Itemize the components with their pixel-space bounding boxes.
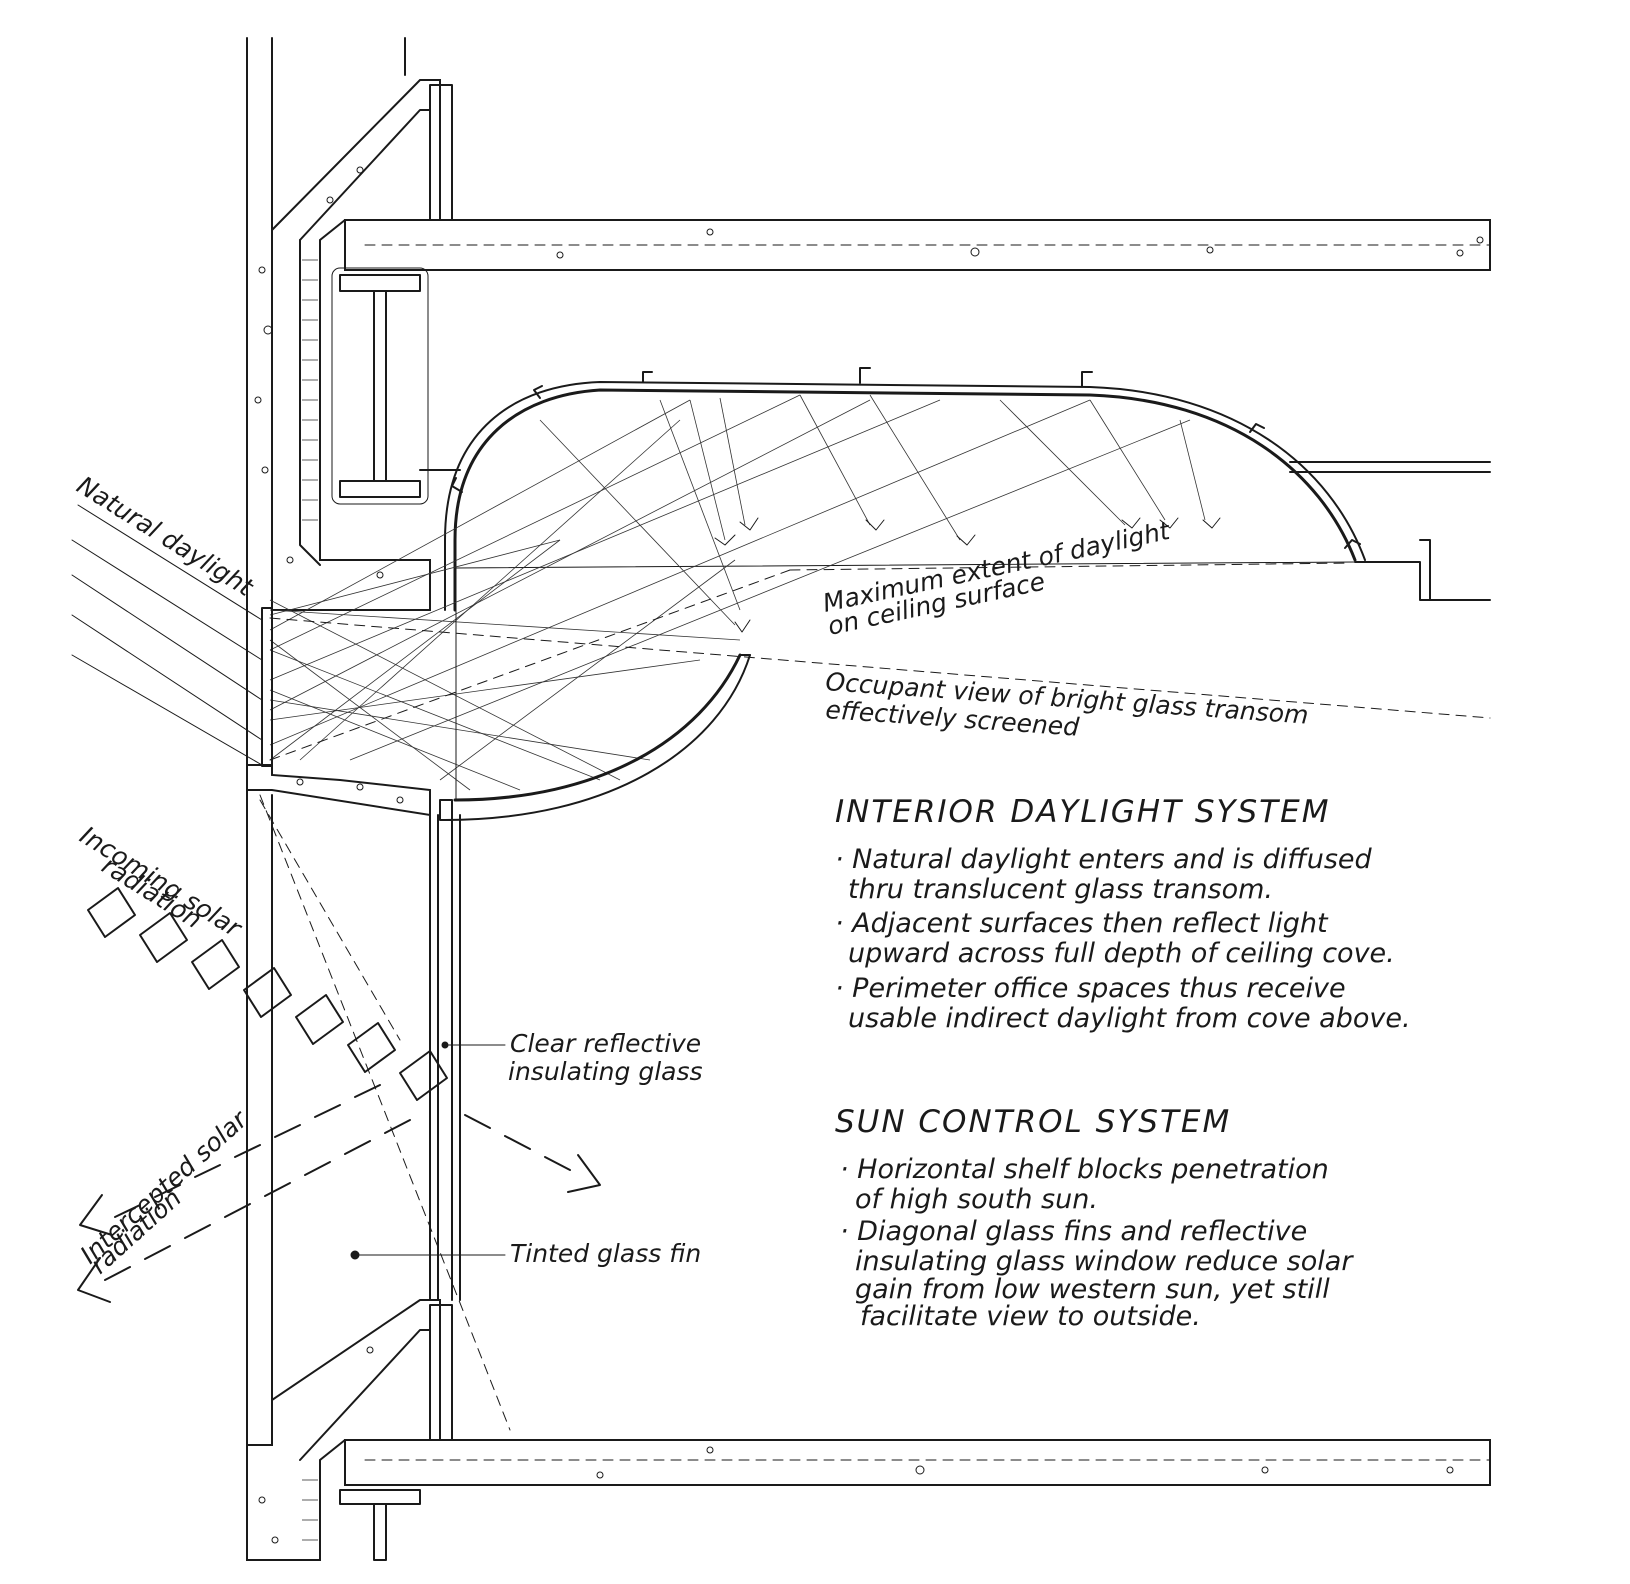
transom-glass xyxy=(261,607,457,801)
upper-spandrel-panel xyxy=(254,79,453,611)
sun-control-notes: SUN CONTROL SYSTEM · Horizontal shelf bl… xyxy=(835,1104,1354,1332)
tinted-fin-label: Tinted glass fin xyxy=(510,1239,701,1268)
interior-note-line: usable indirect daylight from cove above… xyxy=(848,1003,1411,1034)
window-sill-slab xyxy=(246,764,431,817)
vision-window xyxy=(429,799,461,1301)
natural-daylight-label: Natural daylight xyxy=(72,470,259,602)
sun-control-note-line: insulating glass window reduce solar xyxy=(855,1246,1354,1277)
sun-control-note-line: gain from low western sun, yet still xyxy=(855,1274,1330,1305)
sun-control-note-line: · Horizontal shelf blocks penetration xyxy=(840,1154,1329,1185)
natural-daylight-rays xyxy=(71,504,263,766)
interior-note-line: · Adjacent surfaces then reflect light xyxy=(835,908,1329,939)
label-leaders xyxy=(350,1041,506,1260)
sun-control-heading: SUN CONTROL SYSTEM xyxy=(835,1104,1231,1140)
sun-control-note-line: · Diagonal glass fins and reflective xyxy=(840,1216,1307,1247)
sun-control-note-line: of high south sun. xyxy=(855,1184,1098,1215)
ceiling-cove xyxy=(419,367,1491,612)
interior-note-line: · Natural daylight enters and is diffuse… xyxy=(835,844,1373,875)
interior-note-line: thru translucent glass transom. xyxy=(848,874,1273,905)
transmitted-radiation-arrow xyxy=(464,1114,601,1193)
upper-steel-beam xyxy=(331,267,429,505)
clear-glass-label-2: insulating glass xyxy=(508,1057,703,1086)
upper-floor-slab xyxy=(344,219,1491,271)
lower-floor-slab xyxy=(344,1439,1491,1486)
lower-spandrel-panel xyxy=(246,1299,453,1561)
clear-glass-label-1: Clear reflective xyxy=(510,1029,701,1058)
incoming-solar-radiation xyxy=(87,887,448,1101)
sun-control-note-line: facilitate view to outside. xyxy=(860,1301,1201,1332)
intercepted-radiation-arrows xyxy=(77,1084,411,1303)
light-shelf-reflector xyxy=(444,653,751,821)
ray-arrowheads xyxy=(714,517,1221,633)
interior-note-line: upward across full depth of ceiling cove… xyxy=(848,938,1395,969)
lower-steel-beam xyxy=(339,1489,421,1561)
interior-system-heading: INTERIOR DAYLIGHT SYSTEM xyxy=(835,794,1330,830)
reflected-light-rays xyxy=(269,394,1206,791)
interior-daylight-notes: INTERIOR DAYLIGHT SYSTEM · Natural dayli… xyxy=(835,794,1411,1034)
sight-lines xyxy=(259,562,1491,1431)
exterior-wall xyxy=(246,37,406,1561)
interior-note-line: · Perimeter office spaces thus receive xyxy=(835,973,1346,1004)
